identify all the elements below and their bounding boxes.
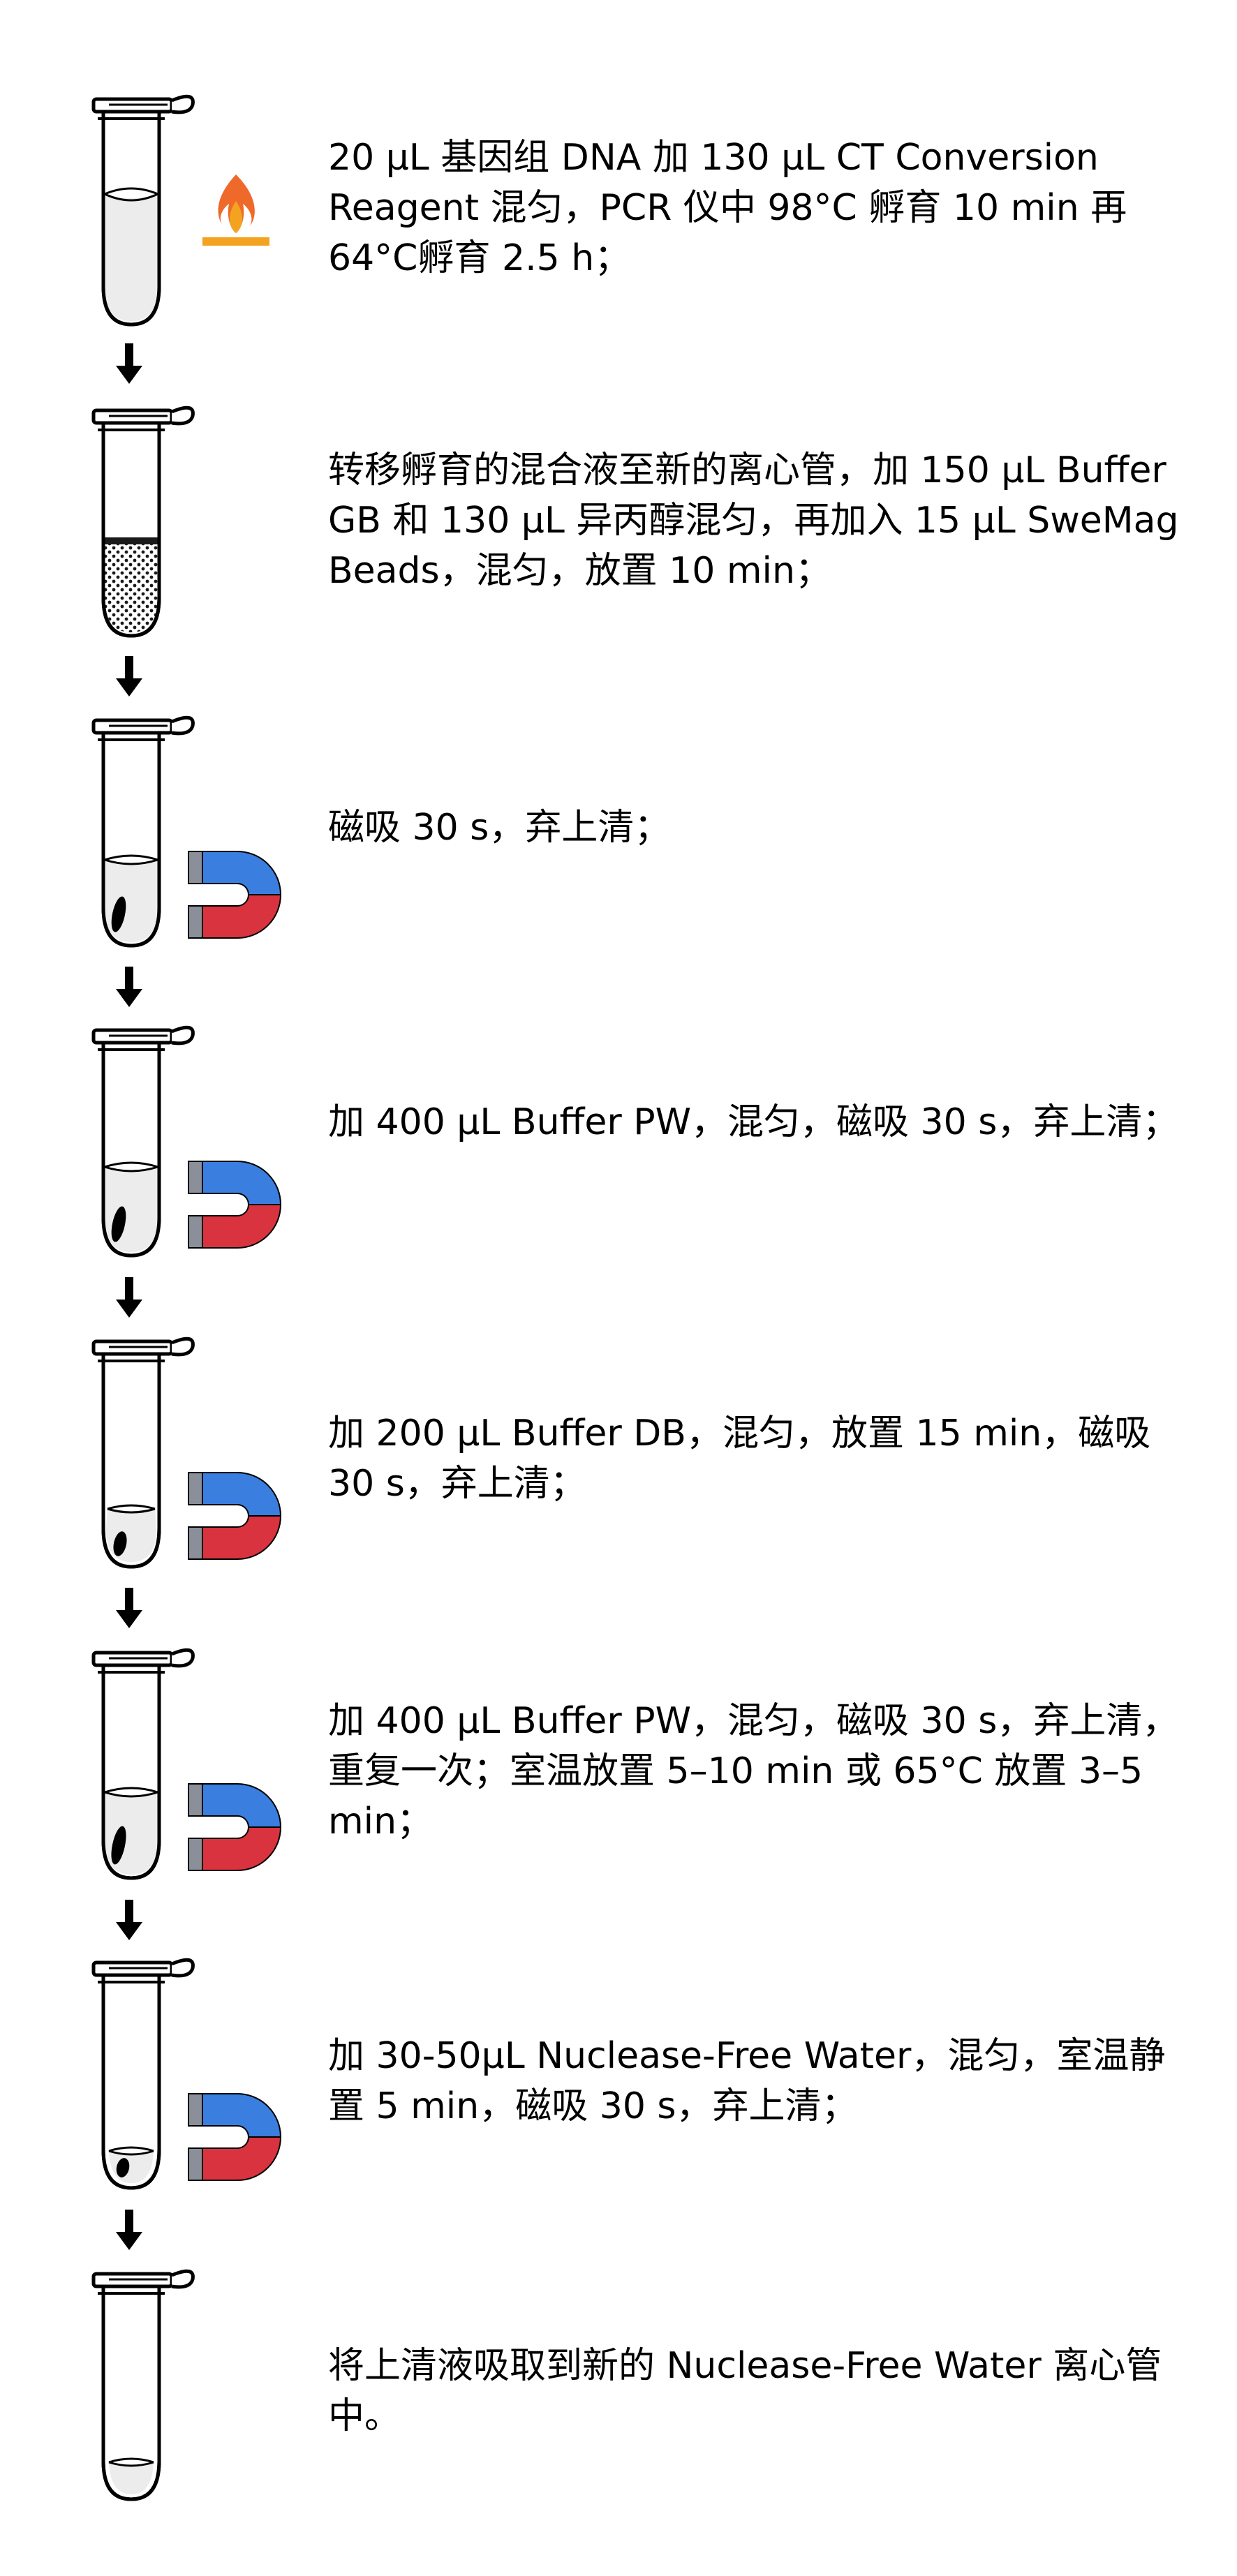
step-3-text: 磁吸 30 s，弃上清；: [328, 807, 671, 849]
step-8-illustration: [70, 2258, 293, 2510]
magnet-icon: [188, 1472, 282, 1560]
magnet-icon: [188, 1161, 282, 1249]
step-6-illustration: [70, 1637, 293, 1889]
step-3-illustration: [70, 705, 293, 956]
centrifuge-tube-icon: [91, 1958, 195, 2190]
down-arrow-icon: [112, 1588, 147, 1630]
magnet-icon: [188, 851, 282, 939]
centrifuge-tube-icon: [91, 1025, 195, 1258]
step-4-tube-svg: [91, 1025, 282, 1258]
magnet-icon: [188, 1783, 282, 1871]
step-7-text: 加 30-50μL Nuclease-Free Water，混匀，室温静置 5 …: [328, 2035, 1166, 2127]
magnet-icon: [188, 2093, 282, 2181]
flame-icon: [202, 174, 269, 246]
centrifuge-tube-icon: [91, 405, 195, 638]
down-arrow-icon: [112, 656, 147, 698]
step-2-illustration: [70, 395, 293, 646]
step-8-text: 将上清液吸取到新的 Nuclease-Free Water 离心管中。: [328, 2345, 1162, 2437]
step-1-text: 20 μL 基因组 DNA 加 130 μL CT Conversion Rea…: [328, 137, 1127, 279]
step-5-text: 加 200 μL Buffer DB，混匀，放置 15 min，磁吸 30 s，…: [328, 1413, 1151, 1505]
down-arrow-icon: [112, 1900, 147, 1942]
step-8-tube-svg: [91, 2269, 195, 2501]
down-arrow-icon: [112, 343, 147, 385]
down-arrow-icon: [112, 2210, 147, 2251]
step-1-illustration: [70, 84, 293, 335]
step-2-tube-svg: [91, 405, 195, 638]
step-5-tube-svg: [91, 1337, 282, 1569]
step-6-tube-svg: [91, 1648, 282, 1880]
centrifuge-tube-icon: [91, 1648, 195, 1880]
centrifuge-tube-icon: [91, 715, 195, 948]
down-arrow-icon: [112, 967, 147, 1008]
step-2-text: 转移孵育的混合液至新的离心管，加 150 μL Buffer GB 和 130 …: [328, 449, 1179, 592]
centrifuge-tube-icon: [91, 1337, 195, 1569]
step-4-text: 加 400 μL Buffer PW，混匀，磁吸 30 s，弃上清；: [328, 1101, 1179, 1143]
step-3-tube-svg: [91, 715, 282, 948]
step-5-illustration: [70, 1326, 293, 1577]
centrifuge-tube-icon: [91, 2269, 195, 2501]
down-arrow-icon: [112, 1277, 147, 1319]
step-7-illustration: [70, 1947, 293, 2198]
step-4-illustration: [70, 1015, 293, 1266]
centrifuge-tube-icon: [91, 94, 195, 327]
step-7-tube-svg: [91, 1958, 282, 2190]
step-6-text: 加 400 μL Buffer PW，混匀，磁吸 30 s，弃上清，重复一次；室…: [328, 1700, 1179, 1842]
step-1-tube-svg: [91, 94, 269, 327]
